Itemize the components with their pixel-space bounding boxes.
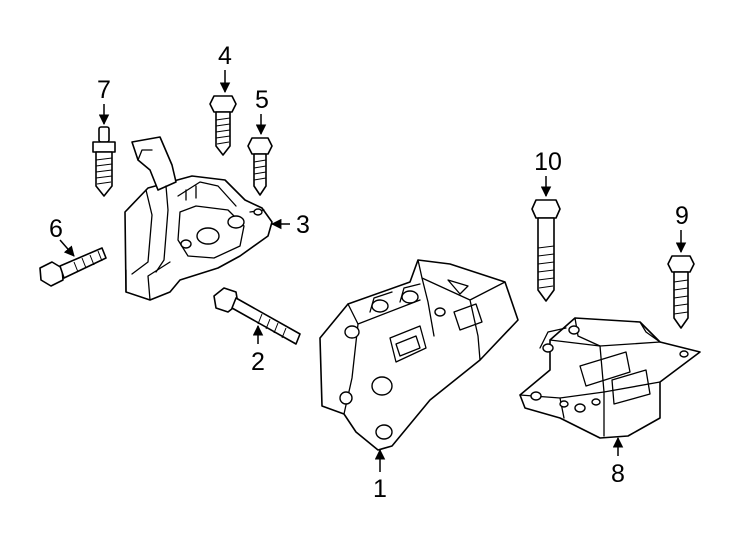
part-3-mount-bracket <box>124 136 273 301</box>
callout-10: 10 <box>534 148 562 176</box>
callout-6: 6 <box>49 215 63 243</box>
leader-6 <box>59 239 75 257</box>
callout-3: 3 <box>296 211 310 239</box>
callout-7: 7 <box>97 76 111 104</box>
callout-9: 9 <box>675 202 689 230</box>
callout-8: 8 <box>611 460 625 488</box>
callout-5: 5 <box>255 86 269 114</box>
part-7-bolt <box>92 126 116 197</box>
part-5-bolt <box>247 137 273 196</box>
part-9-bolt <box>667 255 695 329</box>
part-4-bolt <box>209 95 237 156</box>
part-8-transmission-mount <box>519 317 701 439</box>
callout-4: 4 <box>218 42 232 70</box>
callout-labels: 7 4 5 3 6 2 1 10 9 8 <box>49 42 689 503</box>
part-6-bolt <box>39 247 107 287</box>
part-2-bolt <box>213 287 301 345</box>
callout-2: 2 <box>251 348 265 376</box>
callout-1: 1 <box>373 475 387 503</box>
leader-lines <box>59 70 687 472</box>
part-1-engine-bracket <box>319 259 519 451</box>
part-10-bolt <box>531 199 561 302</box>
